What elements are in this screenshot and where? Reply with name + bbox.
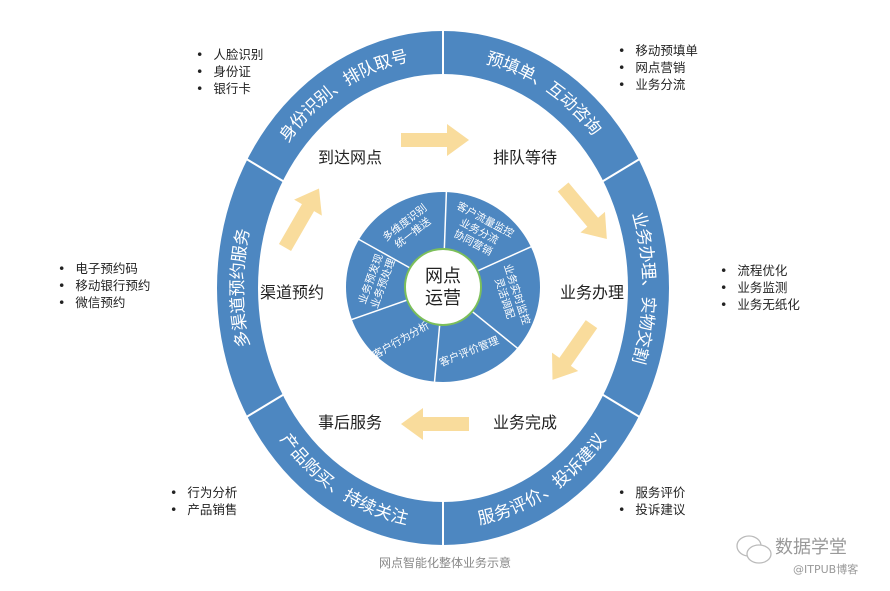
ring-divider [601,158,641,183]
center-label-2: 运营 [425,288,461,309]
arrow-up-right [278,188,322,251]
list-item: 业务无纸化 [720,296,800,313]
inner-divider [443,191,448,250]
arrow-left [401,408,469,440]
list-left: 电子预约码 移动银行预约 微信预约 [58,260,150,311]
watermark-sub: @ITPUB博客 [793,563,859,576]
center-label-1: 网点 [425,266,461,287]
list-item: 移动银行预约 [58,277,150,294]
list-item: 人脸识别 [196,46,263,63]
stage-process: 业务办理 [560,283,624,302]
list-item: 移动预填单 [618,42,698,59]
ring-divider [245,393,285,418]
list-bottom-right: 服务评价 投诉建议 [618,484,685,518]
inner-divider [350,299,408,321]
ring-divider [245,158,285,183]
stage-complete: 业务完成 [493,413,557,432]
stage-after-service: 事后服务 [318,413,382,432]
inner-divider [357,238,411,269]
arrow-down-right [557,182,607,240]
inner-divider [471,310,519,350]
list-item: 产品销售 [170,501,237,518]
list-item: 微信预约 [58,294,150,311]
list-item: 服务评价 [618,484,685,501]
list-item: 流程优化 [720,262,800,279]
stage-reserve: 渠道预约 [260,283,324,302]
inner-divider [477,245,533,272]
list-top-right: 移动预填单 网点营销 业务分流 [618,42,698,93]
list-item: 网点营销 [618,59,698,76]
list-item: 行为分析 [170,484,237,501]
watermark: 数据学堂 @ITPUB博客 [735,533,858,576]
list-right: 流程优化 业务监测 业务无纸化 [720,262,800,313]
list-item: 身份证 [196,63,263,80]
list-bottom-left: 行为分析 产品销售 [170,484,237,518]
wechat-icon [736,535,772,564]
list-item: 业务监测 [720,279,800,296]
stage-arrive: 到达网点 [318,148,382,167]
list-item: 电子预约码 [58,260,150,277]
arrow-down-left [552,320,598,380]
figure-caption: 网点智能化整体业务示意 [378,556,511,570]
list-item: 银行卡 [196,80,263,97]
center-circle [404,248,482,326]
list-item: 投诉建议 [618,501,685,518]
list-item: 业务分流 [618,76,698,93]
arrow-right [401,124,469,156]
list-top-left: 人脸识别 身份证 银行卡 [196,46,263,97]
watermark-title: 数据学堂 [775,537,847,558]
inner-divider [433,324,441,383]
stage-queue: 排队等待 [493,148,557,167]
ring-divider [601,393,641,418]
